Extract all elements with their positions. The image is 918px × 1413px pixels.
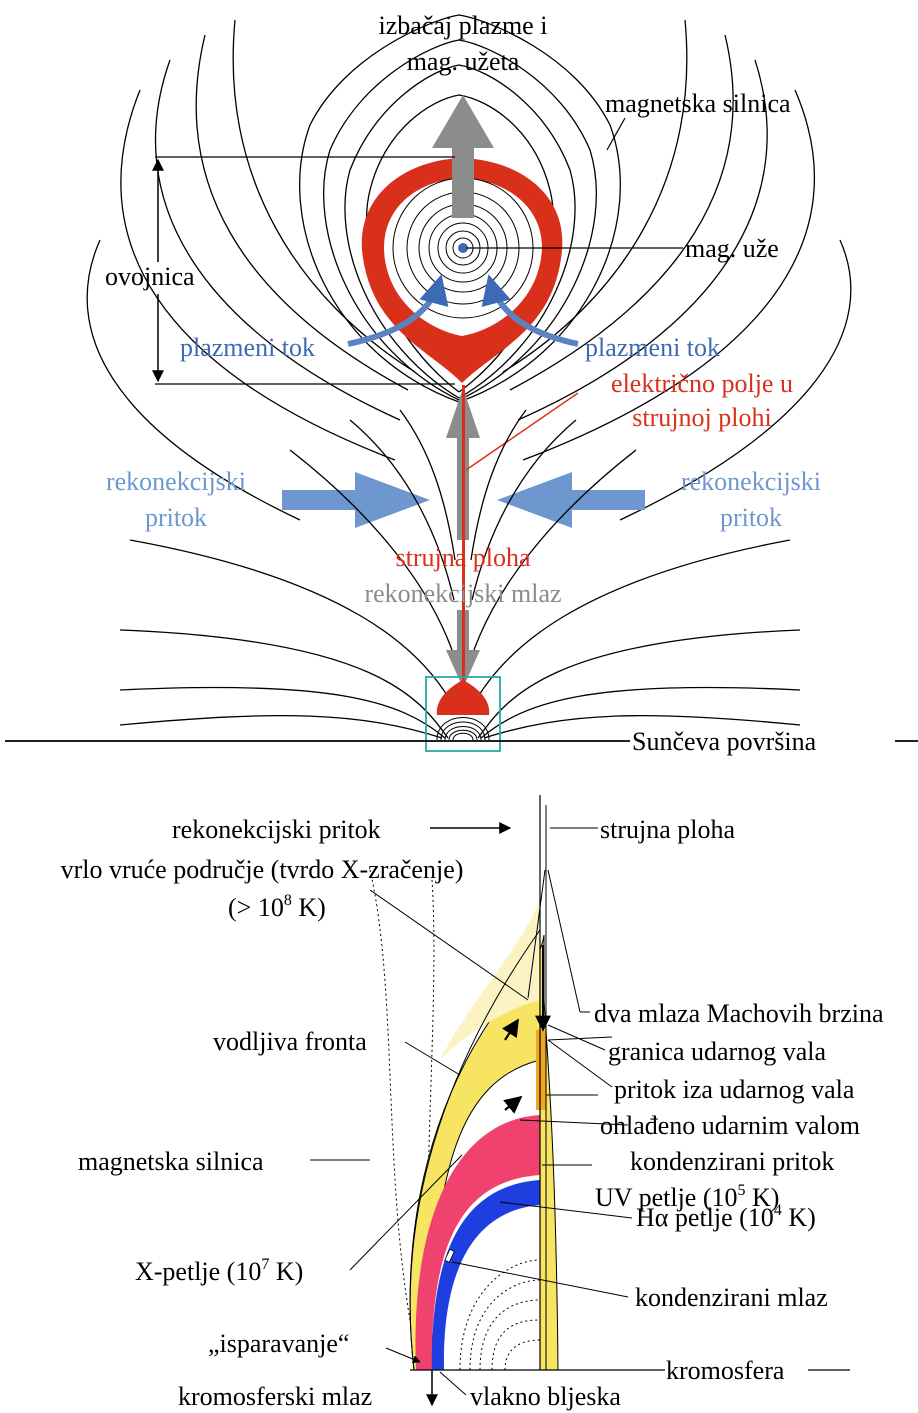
current-sheet-label-bottom: strujna ploha: [600, 815, 735, 844]
field-line: [471, 410, 526, 560]
inflow-arrow-right: [497, 472, 645, 528]
ha-loops-exp: 4: [774, 1202, 782, 1219]
dotted-field-line: [460, 1260, 540, 1370]
shock-cooled-label: ohlađeno udarnim valom: [600, 1111, 860, 1140]
eruption-label-2: mag. užeta: [407, 47, 520, 76]
loop: [453, 733, 473, 740]
post-shock-pointer-2: [548, 1040, 612, 1087]
sun-surface-label: Sunčeva površina: [632, 727, 817, 756]
shock-cooled-column: [536, 1030, 546, 1110]
field-line: [120, 687, 445, 738]
uv-loops-exp: 5: [738, 1182, 746, 1199]
field-line-label: magnetska silnica: [605, 89, 791, 118]
dotted-field-line: [505, 1340, 540, 1370]
hot-temp-exp: 8: [284, 892, 292, 909]
bottom-panel: rekonekcijski pritok strujna ploha vrlo …: [61, 795, 884, 1411]
hot-temp-suffix: K): [292, 893, 326, 922]
top-panel: izbačaj plazme i mag. užeta magnetska si…: [5, 11, 918, 756]
eruption-label: izbačaj plazme i: [379, 11, 548, 40]
x-loops-exp: 7: [261, 1256, 269, 1273]
dotted-field-line: [480, 1300, 540, 1370]
chromo-jet-label: kromosferski mlaz: [178, 1382, 372, 1411]
dotted-field-line: [492, 1320, 540, 1370]
cusp-red: [437, 680, 489, 715]
ha-loops-suffix: K): [782, 1203, 816, 1232]
ha-loops-label: Hα petlje (104 K): [636, 1202, 816, 1232]
plasma-flow-label-left: plazmeni tok: [180, 333, 315, 362]
dotted-field-line: [470, 1280, 540, 1370]
inflow-arrow-left: [282, 472, 430, 528]
conduction-front-label: vodljiva fronta: [213, 1027, 367, 1056]
condensed-jet-label: kondenzirani mlaz: [635, 1283, 828, 1312]
reconnection-jet-label: rekonekcijski mlaz: [364, 579, 561, 608]
hot-temp-prefix: (> 10: [228, 893, 284, 922]
inflow-label-left-2: pritok: [145, 503, 207, 532]
inflow-label: rekonekcijski pritok: [172, 815, 381, 844]
flare-ribbon-label: vlakno bljeska: [470, 1382, 621, 1411]
field-line: [400, 410, 455, 560]
efield-label: električno polje u: [611, 369, 793, 398]
envelope-label: ovojnica: [105, 262, 195, 291]
inflow-label-right-2: pritok: [720, 503, 782, 532]
field-line-label-bottom: magnetska silnica: [78, 1147, 264, 1176]
x-loops-suffix: K): [269, 1257, 303, 1286]
hot-region-label: vrlo vruće područje (tvrdo X-zračenje): [61, 855, 464, 884]
hot-region-pointer: [370, 890, 528, 1000]
mach-jets-label: dva mlaza Machovih brzina: [594, 999, 884, 1028]
plasma-flow-label-right: plazmeni tok: [585, 333, 720, 362]
efield-pointer: [466, 393, 578, 470]
efield-label-2: strujnoj plohi: [632, 403, 771, 432]
field-line: [478, 630, 800, 738]
condensed-inflow-label: kondenzirani pritok: [630, 1147, 834, 1176]
x-loops-prefix: X-petlje (10: [135, 1257, 261, 1286]
inflow-label-left: rekonekcijski: [106, 467, 246, 496]
flow-arrow: [505, 1097, 521, 1110]
post-flare-loops: [437, 718, 489, 741]
flare-ribbon-pointer: [440, 1372, 466, 1395]
current-sheet-line: [462, 385, 465, 685]
x-loops-label: X-petlje (107 K): [135, 1256, 303, 1286]
ha-loops-prefix: Hα petlje (10: [636, 1203, 774, 1232]
post-shock-inflow-label: pritok iza udarnog vala: [614, 1075, 855, 1104]
field-line: [120, 630, 448, 738]
evaporation-label: „isparavanje“: [208, 1329, 349, 1358]
shock-boundary-label: granica udarnog vala: [608, 1037, 826, 1066]
chromosphere-label: kromosfera: [666, 1356, 785, 1385]
mach-jets-pointer: [548, 870, 580, 1012]
hot-temp-label: (> 108 K): [228, 892, 326, 922]
flux-rope-label: mag. uže: [685, 234, 779, 263]
field-line: [120, 716, 442, 738]
inflow-label-right: rekonekcijski: [681, 467, 821, 496]
current-sheet-label: strujna ploha: [395, 543, 530, 572]
